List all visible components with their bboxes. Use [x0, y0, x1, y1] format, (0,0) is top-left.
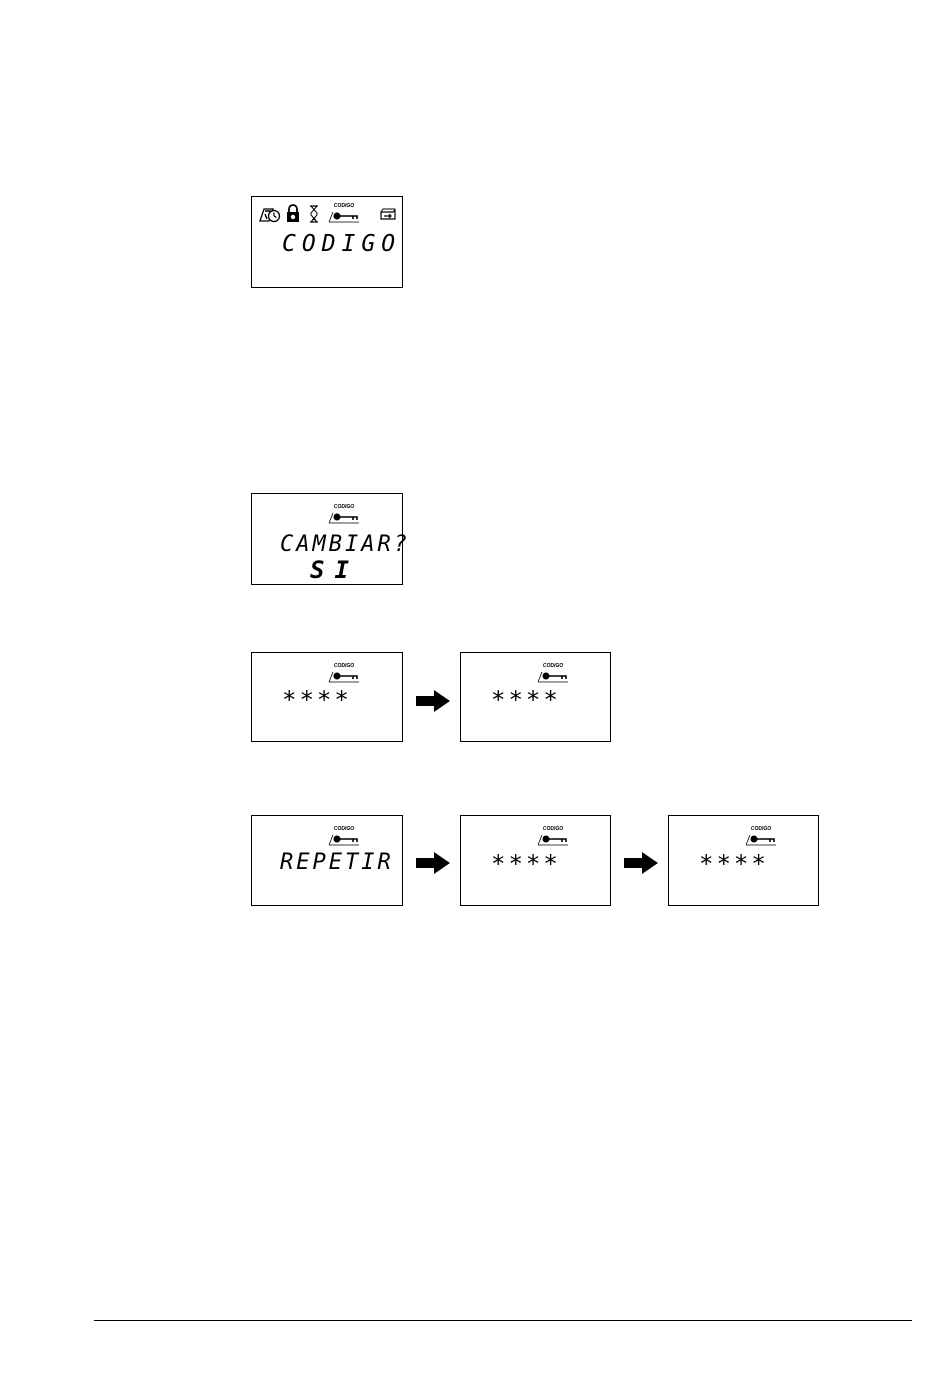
lcd-message: REPETIR [280, 850, 394, 875]
lcd-message: CODIGO [282, 231, 401, 257]
right-arrow-icon [416, 852, 450, 874]
padlock-icon [286, 204, 300, 223]
lcd-masked-code: **** [491, 686, 561, 714]
lcd-screen-new-code-1: CODIGO **** [251, 652, 403, 742]
key-label: CODIGO [327, 505, 361, 510]
key-label: CODIGO [327, 827, 361, 832]
lcd-screen-repeat-code-1: CODIGO **** [460, 815, 611, 906]
right-arrow-icon [416, 690, 450, 712]
lcd-masked-code: **** [491, 850, 561, 878]
hourglass-icon [309, 205, 319, 223]
lcd-masked-code: **** [699, 850, 769, 878]
lcd-screen-new-code-2: CODIGO **** [460, 652, 611, 742]
lcd-screen-codigo: CODIGO CODIGO [251, 196, 403, 288]
lcd-screen-repetir: CODIGO REPETIR [251, 815, 403, 906]
key-label: CODIGO [327, 664, 361, 669]
right-arrow-icon [624, 852, 658, 874]
key-label: CODIGO [327, 204, 361, 209]
calendar-clock-icon [259, 205, 281, 223]
key-label: CODIGO [536, 827, 570, 832]
lcd-masked-code: **** [282, 686, 352, 714]
key-label: CODIGO [536, 664, 570, 669]
key-label: CODIGO [744, 827, 778, 832]
lcd-answer: SI [310, 556, 359, 584]
footer-divider [94, 1320, 912, 1321]
lcd-screen-repeat-code-2: CODIGO **** [668, 815, 819, 906]
lcd-screen-cambiar: CODIGO CAMBIAR? SI [251, 493, 403, 585]
lcd-message: CAMBIAR? [280, 532, 410, 557]
battery-icon [379, 207, 397, 221]
